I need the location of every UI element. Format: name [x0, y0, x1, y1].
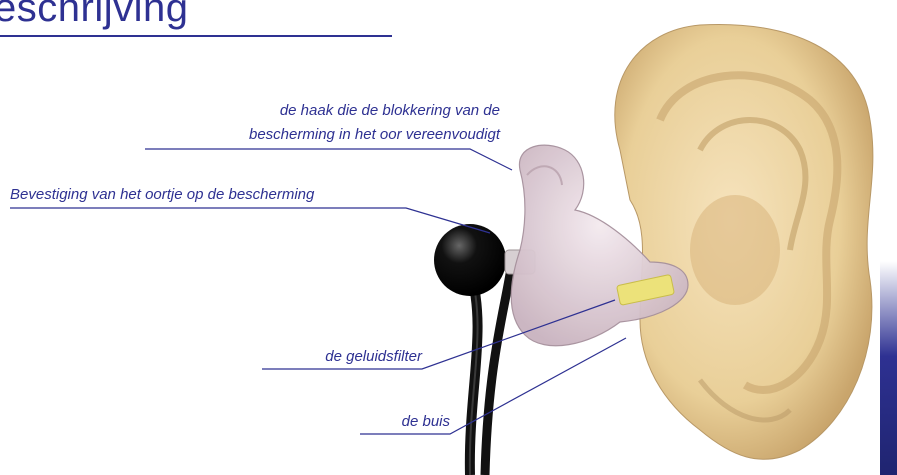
leader-attachment	[10, 208, 490, 233]
label-filter: de geluidsfilter	[252, 348, 422, 365]
label-hook-line2: bescherming in het oor vereenvoudigt	[140, 126, 500, 143]
label-hook-line1: de haak die de blokkering van de	[160, 102, 500, 119]
leader-hook	[145, 149, 512, 170]
label-tube: de buis	[350, 413, 450, 430]
earbud-ball	[434, 224, 506, 296]
label-attachment: Bevestiging van het oortje op de bescher…	[10, 186, 314, 203]
